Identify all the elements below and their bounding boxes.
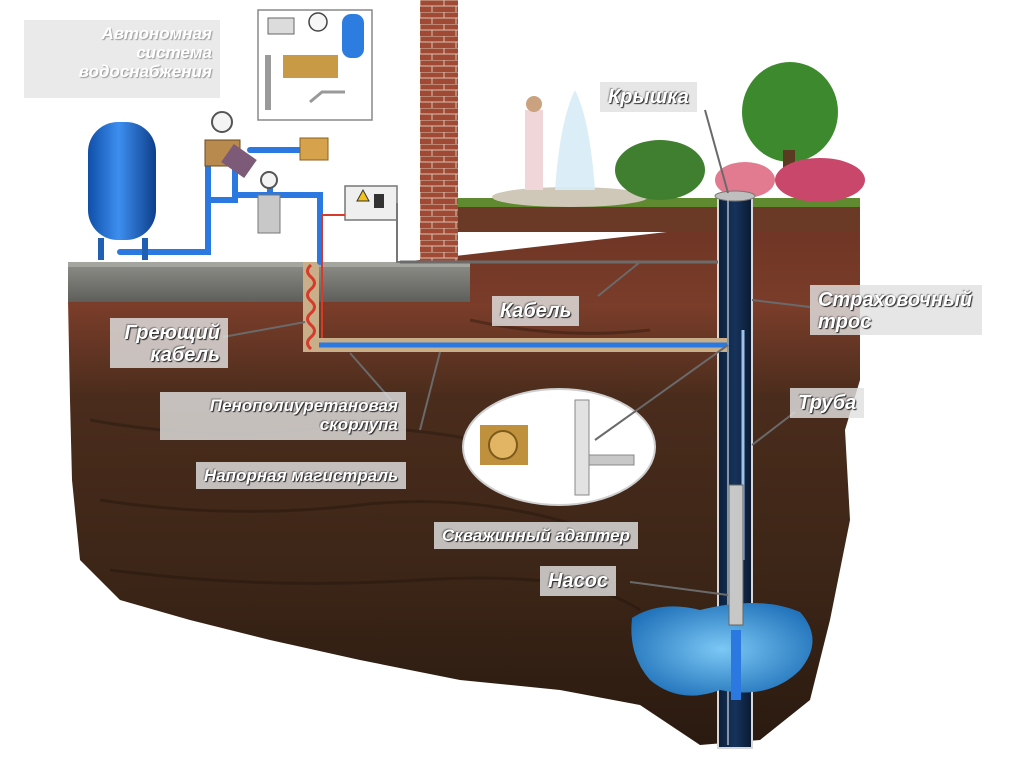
aquifer-water bbox=[631, 602, 813, 696]
pressure-tank bbox=[88, 122, 156, 260]
label-pressure-main: Напорная магистраль bbox=[196, 462, 407, 489]
garden bbox=[492, 62, 865, 207]
diagram-title: Автономная система водоснабжения bbox=[24, 20, 220, 98]
label-safety-rope-line-2: трос bbox=[818, 311, 872, 333]
well-cap bbox=[714, 190, 756, 202]
label-heating-cable-line-1: Греющий bbox=[124, 322, 220, 344]
concrete-slab bbox=[68, 262, 470, 302]
brick-wall bbox=[420, 0, 458, 262]
label-foam-shell: Пенополиуретановая скорлупа bbox=[160, 392, 406, 440]
ground-surface bbox=[458, 203, 860, 232]
label-cable: Кабель bbox=[492, 296, 580, 326]
pump-body bbox=[728, 484, 744, 626]
label-safety-rope-line-1: Страховочный bbox=[818, 289, 973, 311]
well-adapter-detail-inset bbox=[462, 388, 656, 506]
plumbing-detail-inset bbox=[257, 9, 373, 121]
heating-cable bbox=[306, 263, 316, 351]
control-box bbox=[321, 185, 400, 338]
label-cover: Крышка bbox=[600, 82, 697, 112]
label-heating-cable-line-2: кабель bbox=[150, 344, 220, 366]
grass-strip bbox=[458, 198, 860, 207]
label-foam-shell-line-1: Пенополиуретановая bbox=[209, 396, 398, 415]
label-safety-rope: Страховочный трос bbox=[810, 285, 982, 335]
title-line-3: водоснабжения bbox=[78, 62, 212, 81]
pressure-switch-assembly bbox=[204, 111, 329, 179]
label-well-adapter: Скважинный адаптер bbox=[434, 522, 638, 549]
title-line-2: система bbox=[136, 43, 212, 62]
label-foam-shell-line-2: скорлупа bbox=[319, 415, 398, 434]
label-pump: Насос bbox=[540, 566, 617, 596]
title-line-1: Автономная bbox=[101, 24, 212, 43]
label-pipe: Труба bbox=[790, 388, 865, 418]
filter-assembly bbox=[257, 171, 281, 234]
label-heating-cable: Греющий кабель bbox=[110, 318, 228, 368]
